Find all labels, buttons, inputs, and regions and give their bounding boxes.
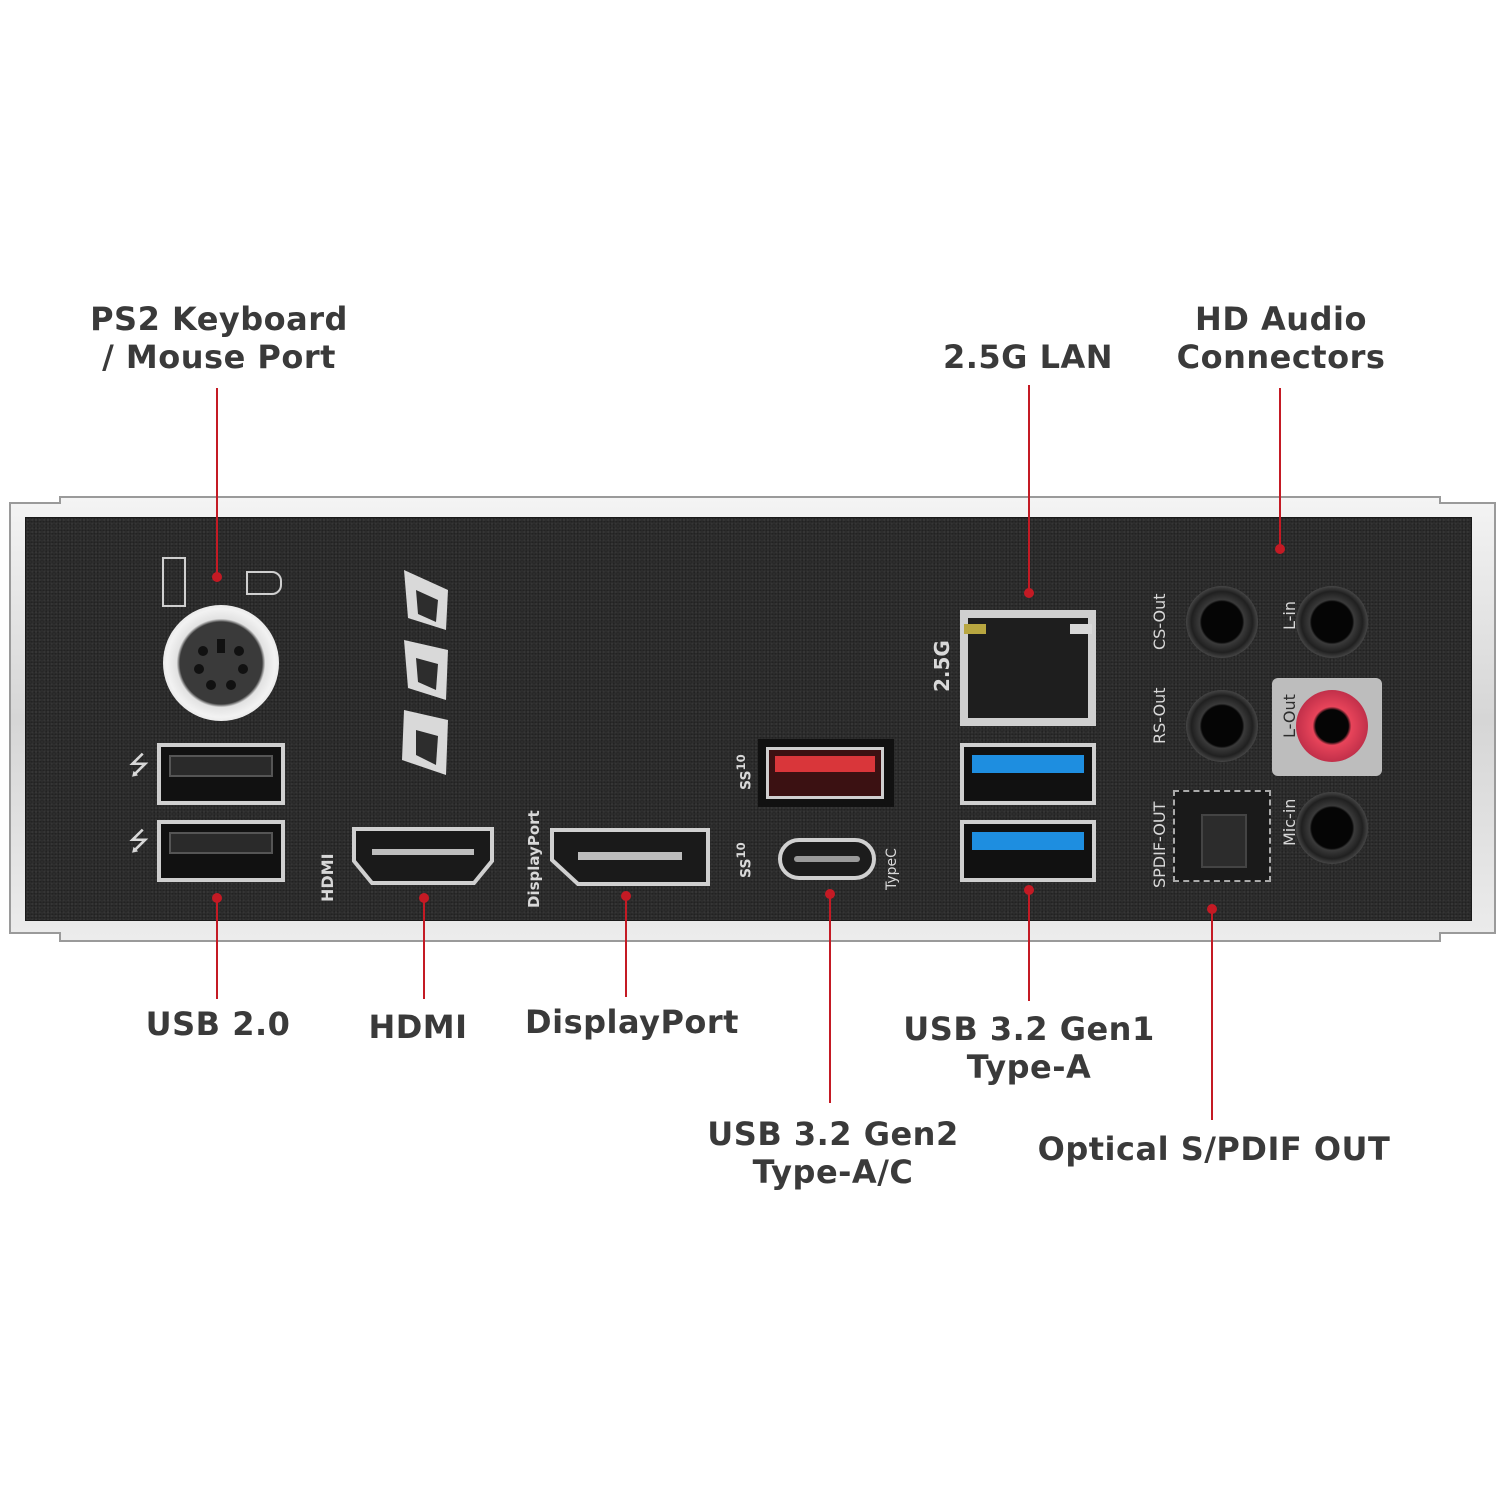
dot-lan [1024, 588, 1034, 598]
optical-spdif-port[interactable] [1173, 790, 1271, 882]
label-displayport: DisplayPort [525, 1003, 739, 1041]
hdmi-port[interactable] [350, 825, 496, 889]
audio-jack-mic-in[interactable] [1296, 792, 1368, 864]
usb-gen1-port-bottom[interactable] [960, 820, 1096, 882]
label-lan: 2.5G LAN [943, 338, 1113, 376]
dot-usb20 [212, 893, 222, 903]
usb-icon: ⭍ [128, 827, 150, 857]
leader-hdmi [423, 897, 425, 999]
keyboard-icon [162, 557, 186, 607]
label-hdmi: HDMI [368, 1008, 467, 1046]
mpg-logo [402, 570, 448, 775]
label-usb-gen1-line1: USB 3.2 Gen1 [903, 1010, 1155, 1048]
leader-lan [1028, 385, 1030, 595]
leader-audio [1279, 388, 1281, 548]
label-audio-line2: Connectors [1176, 338, 1386, 376]
label-spdif: Optical S/PDIF OUT [1038, 1130, 1391, 1168]
ss-logo: SS [738, 858, 755, 878]
ss10-label: 10 [734, 842, 748, 859]
dot-ps2 [212, 572, 222, 582]
leader-displayport [625, 895, 627, 997]
label-usb20-line1: USB 2.0 [145, 1005, 291, 1043]
audio-jack-cs-out[interactable] [1186, 586, 1258, 658]
label-usb-gen2: USB 3.2 Gen2 Type-A/C [707, 1115, 958, 1191]
leader-spdif [1211, 910, 1213, 1120]
lan-speed-silkscreen: 2.5G [930, 640, 954, 692]
ss10-label: 10 [734, 754, 748, 771]
label-usb20: USB 2.0 [146, 1005, 291, 1043]
leader-usb-gen1 [1028, 889, 1030, 1001]
ss10-silkscreen-a: SS10 [734, 754, 755, 790]
dot-usb-gen1 [1024, 885, 1034, 895]
ps2-port[interactable] [163, 605, 279, 721]
label-spdif-line1: Optical S/PDIF OUT [1037, 1130, 1391, 1168]
usb-gen1-port-top[interactable] [960, 743, 1096, 805]
audio-jack-rs-out[interactable] [1186, 690, 1258, 762]
dot-displayport [621, 891, 631, 901]
usb-icon: ⭍ [128, 751, 150, 781]
ss10-silkscreen-b: SS10 [734, 842, 755, 878]
dot-usb-gen2 [825, 889, 835, 899]
label-audio: HD Audio Connectors [1177, 300, 1386, 376]
ss-logo: SS [738, 770, 755, 790]
label-ps2: PS2 Keyboard / Mouse Port [90, 300, 348, 376]
label-usb-gen1-line2: Type-A [966, 1048, 1092, 1086]
cs-out-silkscreen: CS-Out [1150, 593, 1169, 650]
lan-led-right [1070, 624, 1092, 634]
usb2-port-bottom[interactable] [157, 820, 285, 882]
label-lan-line1: 2.5G LAN [942, 338, 1114, 376]
audio-jack-line-in[interactable] [1296, 586, 1368, 658]
audio-jack-line-out[interactable] [1296, 690, 1368, 762]
lan-led-left [964, 624, 986, 634]
label-displayport-line1: DisplayPort [525, 1003, 739, 1041]
label-ps2-line1: PS2 Keyboard [90, 300, 348, 338]
label-hdmi-line1: HDMI [368, 1008, 468, 1046]
dot-spdif [1207, 904, 1217, 914]
usb-gen2-typea-port[interactable] [758, 739, 894, 807]
hdmi-silkscreen: HDMI [318, 853, 337, 902]
label-usb-gen1: USB 3.2 Gen1 Type-A [903, 1010, 1154, 1086]
label-usb-gen2-line1: USB 3.2 Gen2 [707, 1115, 959, 1153]
spdif-out-silkscreen: SPDIF-OUT [1150, 801, 1169, 888]
usb-typec-port[interactable] [778, 838, 876, 880]
leader-ps2 [216, 388, 218, 578]
dot-audio [1275, 544, 1285, 554]
label-audio-line1: HD Audio [1195, 300, 1367, 338]
label-ps2-line2: / Mouse Port [102, 338, 336, 376]
displayport-silkscreen: DisplayPort [525, 810, 543, 908]
mouse-icon [246, 571, 282, 595]
usb2-port-top[interactable] [157, 743, 285, 805]
displayport-port[interactable] [548, 826, 712, 888]
rs-out-silkscreen: RS-Out [1150, 687, 1169, 745]
ps2-pins [194, 639, 248, 690]
dot-hdmi [419, 893, 429, 903]
leader-usb-gen2 [829, 893, 831, 1103]
lan-port[interactable] [960, 610, 1096, 726]
leader-usb20 [216, 897, 218, 999]
typec-silkscreen: TypeC [884, 848, 900, 890]
label-usb-gen2-line2: Type-A/C [752, 1153, 914, 1191]
